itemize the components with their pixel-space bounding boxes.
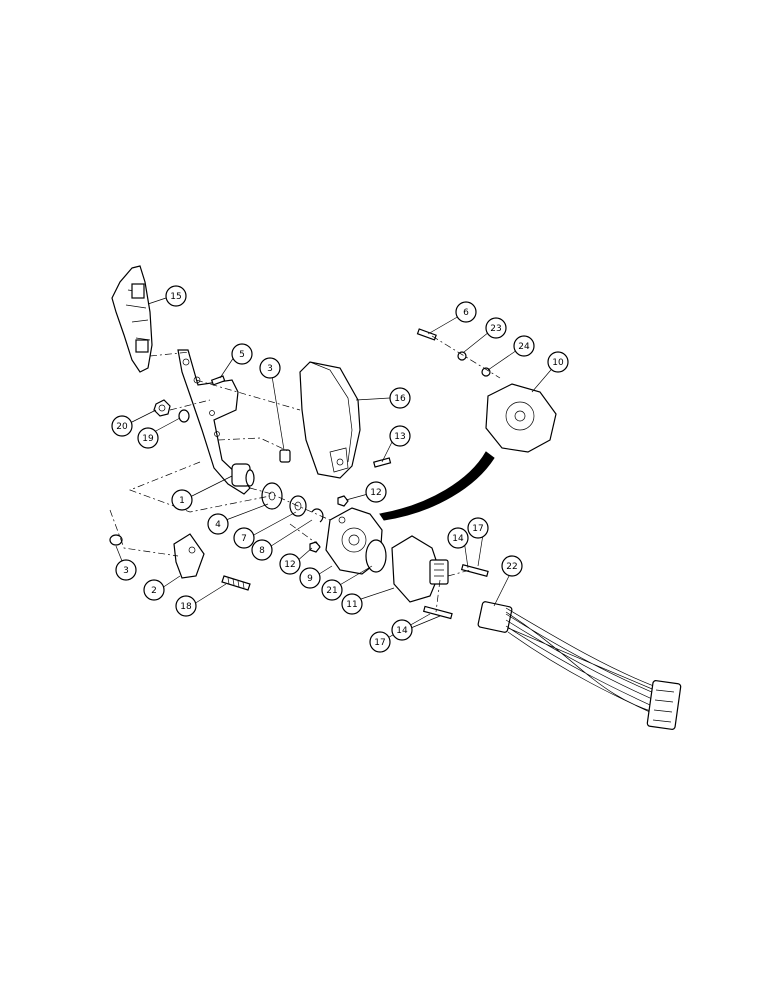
- callout-label: 19: [142, 434, 154, 444]
- callout-label: 9: [307, 574, 313, 584]
- bracket-part: [177, 349, 255, 495]
- callout-label: 3: [123, 566, 129, 576]
- block-part: [173, 533, 205, 579]
- callout-label: 8: [259, 546, 265, 556]
- callout-17: 17: [369, 631, 391, 653]
- callout-label: 2: [151, 586, 157, 596]
- assembly-arrow: [379, 451, 495, 521]
- callout-6: 6: [455, 301, 477, 323]
- callout-8: 8: [251, 539, 273, 561]
- callout-3: 3: [115, 559, 137, 581]
- callout-label: 12: [284, 560, 295, 570]
- callout-9: 9: [299, 567, 321, 589]
- callout-label: 13: [394, 432, 405, 442]
- callout-12: 12: [365, 481, 387, 503]
- cover-part: [299, 361, 361, 479]
- callout-label: 3: [267, 364, 273, 374]
- callout-23: 23: [485, 317, 507, 339]
- upper-housing-part: [416, 328, 557, 453]
- callout-label: 6: [463, 308, 469, 318]
- callout-label: 10: [552, 358, 564, 368]
- callout-label: 18: [180, 602, 192, 612]
- callout-label: 17: [374, 638, 385, 648]
- pedal-part: [111, 265, 153, 373]
- callout-label: 24: [518, 342, 530, 352]
- callout-2: 2: [143, 579, 165, 601]
- callout-22: 22: [501, 555, 523, 577]
- callout-12: 12: [279, 553, 301, 575]
- callout-label: 20: [116, 422, 128, 432]
- assembly-lines: [109, 335, 501, 613]
- callout-label: 5: [239, 350, 245, 360]
- callout-label: 7: [241, 534, 247, 544]
- callout-label: 11: [346, 600, 357, 610]
- callout-label: 12: [370, 488, 381, 498]
- sensor-part: [391, 535, 449, 603]
- wiring-harness-part: [477, 601, 682, 730]
- callout-19: 19: [137, 427, 159, 449]
- callout-4: 4: [207, 513, 229, 535]
- callout-label: 22: [506, 562, 517, 572]
- callout-label: 21: [326, 586, 337, 596]
- callout-20: 20: [111, 415, 133, 437]
- callout-14: 14: [391, 619, 413, 641]
- callout-3: 3: [259, 357, 281, 379]
- callout-16: 16: [389, 387, 411, 409]
- callout-15: 15: [165, 285, 187, 307]
- callout-11: 11: [341, 593, 363, 615]
- callout-label: 16: [394, 394, 406, 404]
- callout-label: 1: [179, 496, 185, 506]
- callout-21: 21: [321, 579, 343, 601]
- callout-5: 5: [231, 343, 253, 365]
- callout-label: 15: [170, 292, 181, 302]
- callout-13: 13: [389, 425, 411, 447]
- callout-label: 14: [452, 534, 464, 544]
- callout-18: 18: [175, 595, 197, 617]
- callout-7: 7: [233, 527, 255, 549]
- callout-label: 4: [215, 520, 221, 530]
- callout-label: 23: [490, 324, 501, 334]
- callout-label: 17: [472, 524, 483, 534]
- callout-17: 17: [467, 517, 489, 539]
- callout-1: 1: [171, 489, 193, 511]
- callout-label: 14: [396, 626, 408, 636]
- o-ring-part: [365, 539, 387, 573]
- callout-14: 14: [447, 527, 469, 549]
- callout-10: 10: [547, 351, 569, 373]
- callout-24: 24: [513, 335, 535, 357]
